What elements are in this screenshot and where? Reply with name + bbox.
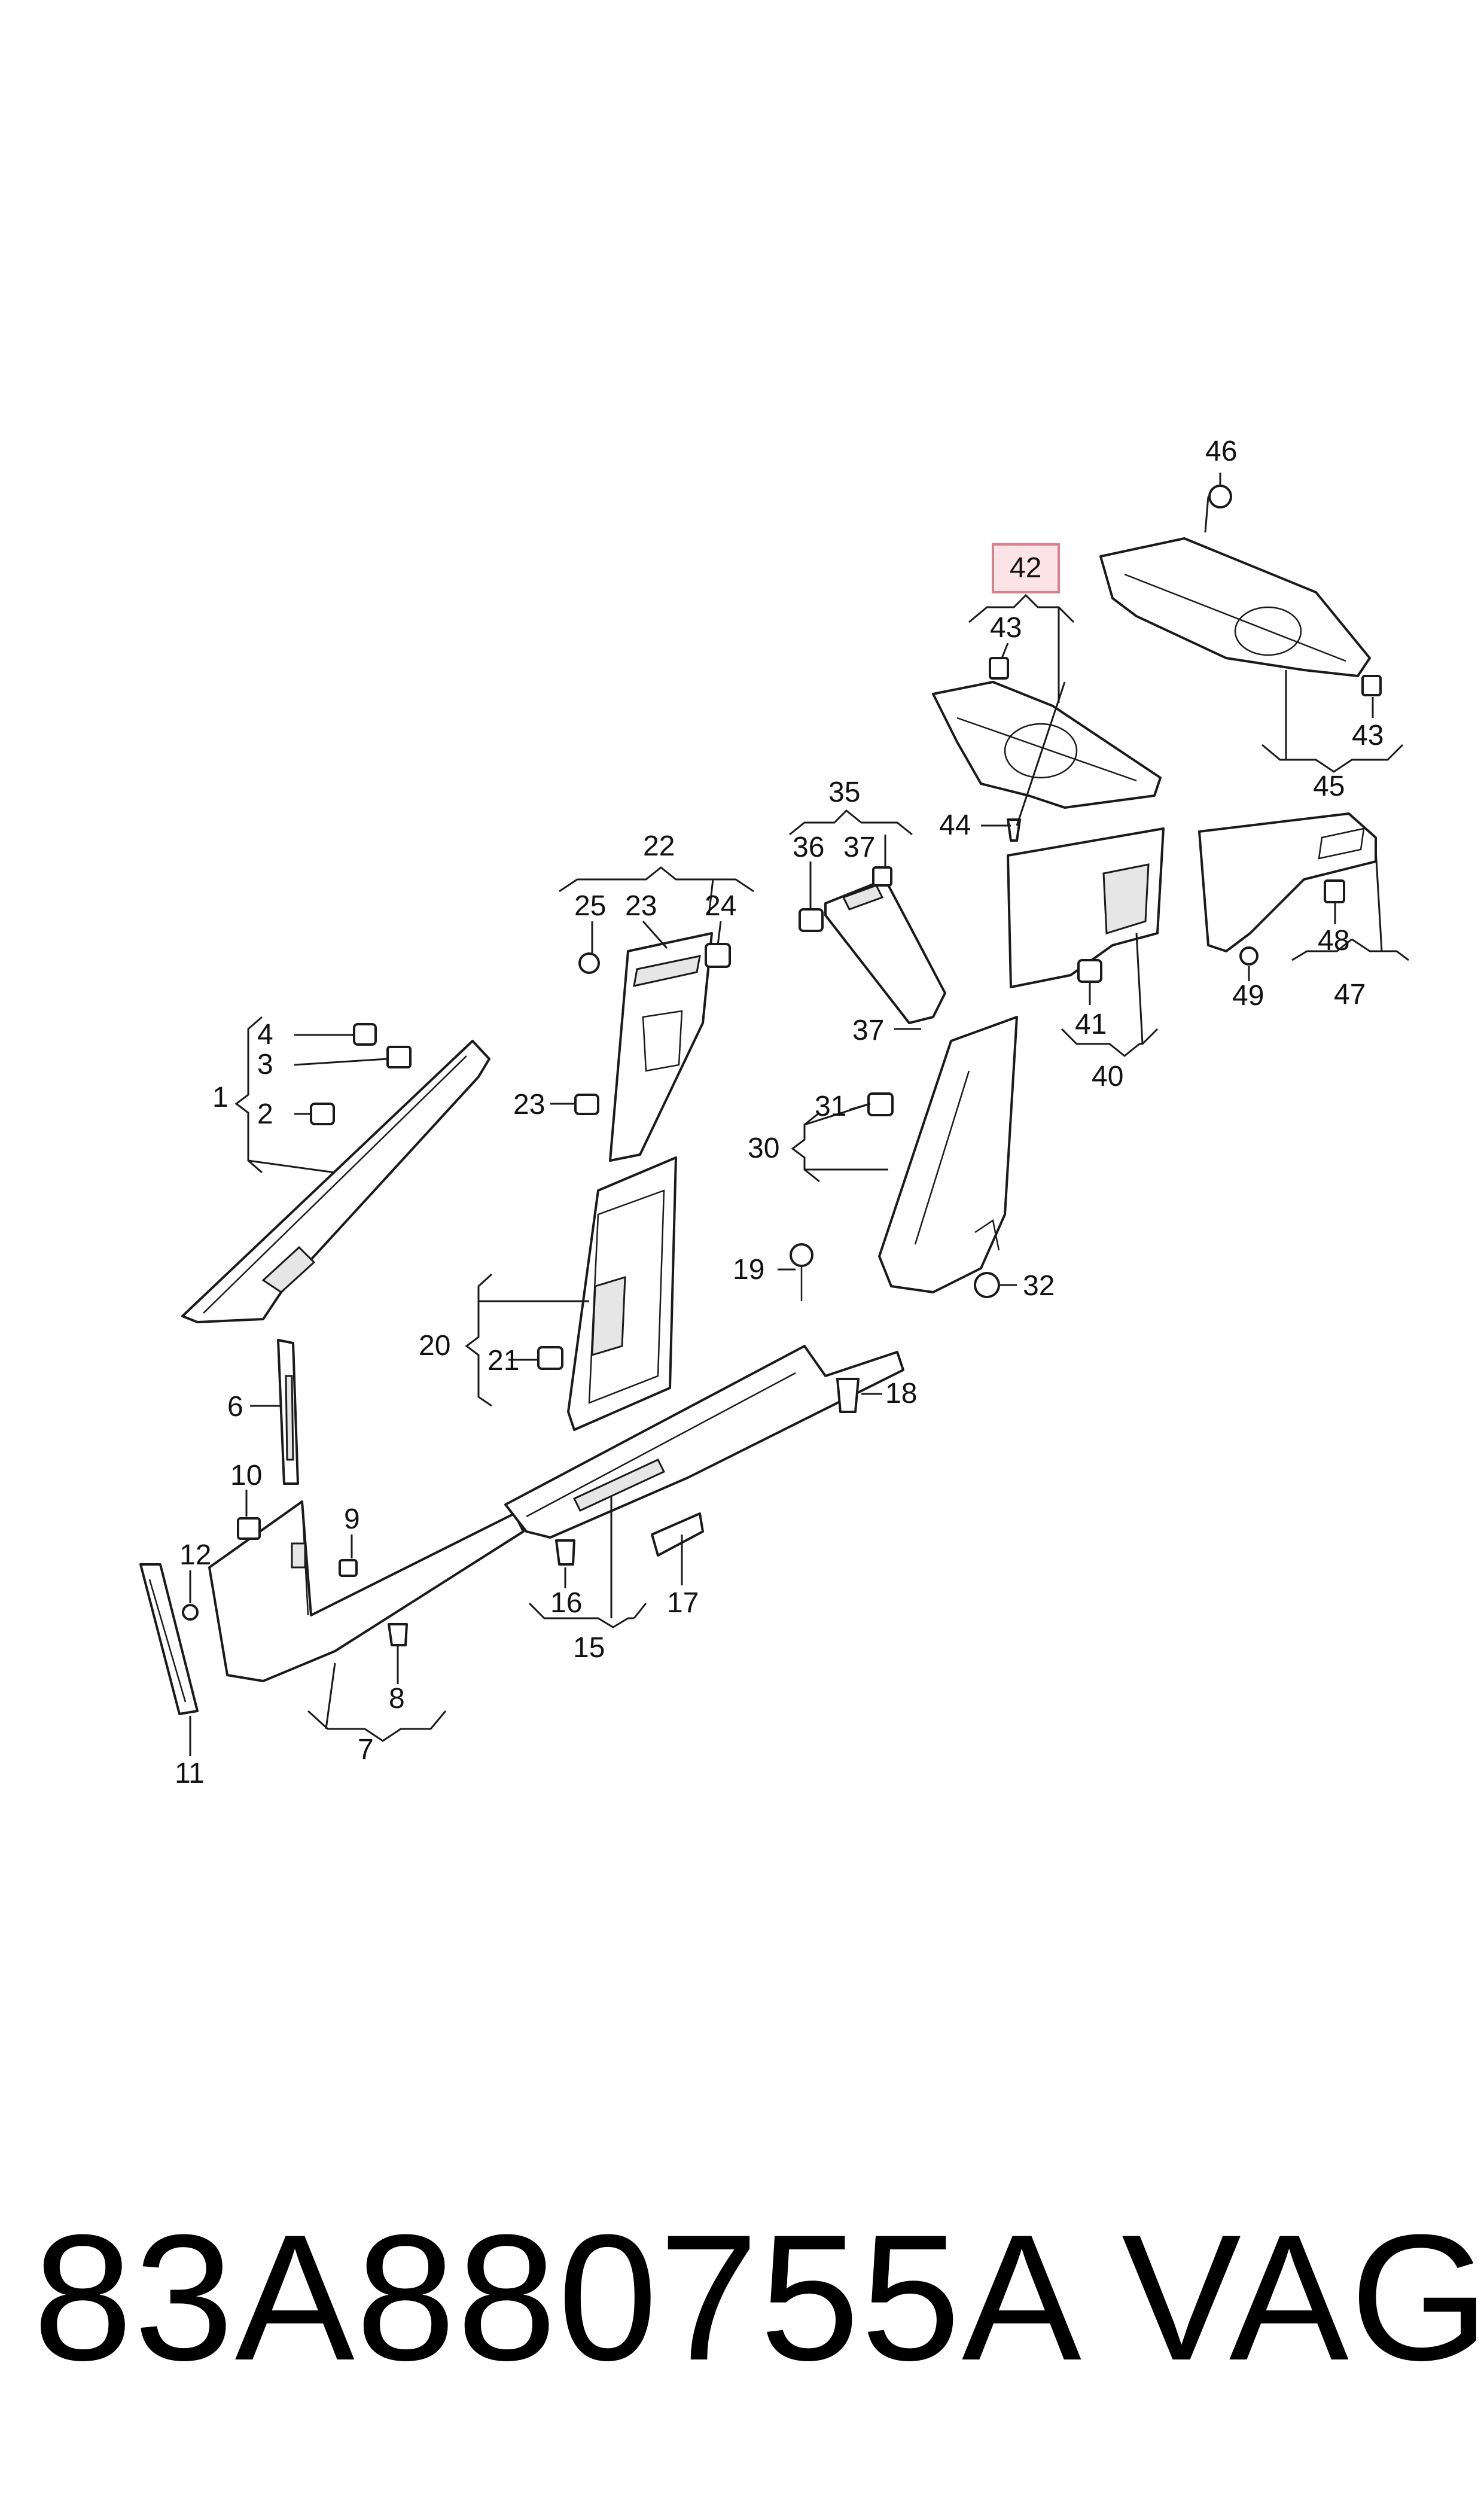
callout-23-side: 23 — [513, 1089, 545, 1121]
callout-43-left: 43 — [990, 612, 1022, 644]
clip-4 — [353, 1023, 377, 1046]
callout-3: 3 — [257, 1049, 273, 1080]
clip-24 — [705, 943, 731, 968]
clip-43-left — [989, 657, 1009, 680]
callout-41: 41 — [1075, 1009, 1107, 1040]
callout-30: 30 — [748, 1132, 779, 1164]
callout-35: 35 — [828, 777, 860, 808]
callout-36: 36 — [793, 832, 824, 863]
c-pillar-lower — [878, 1016, 1018, 1293]
part-number: 83A880755A — [33, 2197, 1083, 2398]
strip-6 — [277, 1339, 299, 1485]
clip-17 — [651, 1512, 704, 1557]
callout-25: 25 — [574, 890, 606, 922]
callout-32: 32 — [1023, 1270, 1055, 1302]
callout-24: 24 — [705, 890, 736, 922]
sill-trim-15 — [504, 1345, 904, 1539]
callout-47: 47 — [1334, 979, 1366, 1010]
clip-41 — [1077, 959, 1102, 983]
clip-2 — [310, 1103, 335, 1125]
screw-49 — [1239, 946, 1258, 966]
sill-panel-7 — [208, 1500, 525, 1682]
callout-48: 48 — [1318, 925, 1349, 957]
clip-3 — [386, 1046, 412, 1068]
callout-37-top: 37 — [843, 832, 875, 863]
clip-48 — [1324, 879, 1345, 903]
callout-23-top: 23 — [625, 890, 657, 922]
leader-lines — [189, 473, 1409, 1756]
callout-8: 8 — [389, 1683, 405, 1715]
callout-4: 4 — [257, 1019, 273, 1051]
callout-19: 19 — [733, 1254, 764, 1286]
clip-37 — [872, 866, 892, 887]
callout-15: 15 — [573, 1632, 605, 1664]
clip-10 — [237, 1517, 261, 1540]
callout-31: 31 — [815, 1091, 846, 1122]
rear-panel-47 — [1198, 812, 1377, 952]
callout-42: 42 — [1010, 552, 1041, 584]
callout-40: 40 — [1092, 1061, 1123, 1092]
rear-trim-42 — [932, 681, 1162, 809]
clip-21 — [537, 1346, 563, 1370]
callout-20: 20 — [419, 1330, 450, 1362]
callout-46: 46 — [1205, 436, 1237, 467]
callout-7: 7 — [358, 1734, 374, 1765]
callout-2: 2 — [257, 1098, 273, 1130]
callout-labels: 1 2 3 4 6 7 8 9 10 11 12 15 16 17 18 19 … — [175, 436, 1384, 1789]
callout-44: 44 — [939, 809, 971, 841]
clip-23 — [574, 1094, 599, 1115]
callout-43-right: 43 — [1352, 720, 1384, 751]
callout-18: 18 — [885, 1378, 917, 1409]
screw-46 — [1208, 485, 1232, 509]
clip-18 — [836, 1378, 860, 1413]
clip-36 — [799, 908, 824, 932]
clip-43-right — [1361, 675, 1382, 696]
callout-16: 16 — [550, 1587, 582, 1619]
callout-9: 9 — [344, 1503, 360, 1535]
clip-16 — [555, 1539, 575, 1566]
callout-12: 12 — [179, 1539, 211, 1571]
callout-21: 21 — [487, 1345, 519, 1377]
brand-label: VAG — [1122, 2197, 1484, 2398]
callout-6: 6 — [227, 1391, 243, 1423]
callout-37-bottom: 37 — [852, 1015, 884, 1046]
highlight-box-42 — [992, 543, 1060, 593]
screw-12 — [182, 1604, 199, 1621]
screw-9 — [339, 1559, 358, 1577]
callout-1: 1 — [212, 1082, 228, 1113]
screw-19 — [790, 1243, 813, 1301]
callout-10: 10 — [230, 1460, 262, 1491]
quarter-panel-40 — [1007, 827, 1165, 988]
c-pillar-upper — [824, 878, 946, 1024]
callout-45: 45 — [1313, 771, 1345, 802]
b-pillar-upper — [609, 932, 713, 1162]
callout-22: 22 — [643, 830, 675, 862]
callout-11: 11 — [175, 1758, 205, 1789]
callout-17: 17 — [667, 1587, 699, 1619]
rear-trim-45 — [1099, 537, 1371, 677]
clip-31 — [867, 1092, 894, 1116]
a-pillar-trim — [181, 1040, 490, 1323]
screw-25 — [578, 952, 600, 974]
clip-8 — [388, 1623, 408, 1646]
b-pillar-lower — [567, 1156, 677, 1431]
bracket-11 — [139, 1563, 199, 1715]
callout-49: 49 — [1232, 980, 1264, 1012]
clip-32 — [974, 1272, 1000, 1298]
